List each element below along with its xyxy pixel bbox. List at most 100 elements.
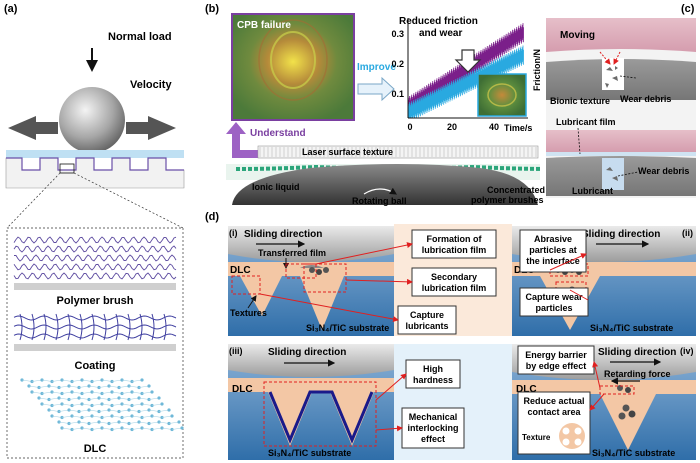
- carbon-bond: [151, 403, 163, 406]
- brush-chain: [13, 272, 177, 280]
- carbon-bond: [61, 391, 73, 394]
- brush-segment: [494, 165, 498, 170]
- carbon-bond: [141, 403, 153, 406]
- substrate-label-ii: Si₃N₄/TiC substrate: [590, 323, 673, 333]
- label-iii: (iii): [229, 346, 243, 356]
- connectors: [259, 242, 605, 432]
- capture-wear-label-2: particles: [535, 303, 572, 313]
- carbon-bond: [131, 415, 143, 418]
- carbon-bond: [91, 391, 103, 394]
- carbon-bond: [48, 397, 60, 400]
- network-crosslink: [79, 313, 83, 341]
- carbon-bond: [151, 415, 163, 418]
- carbon-bond: [48, 409, 60, 412]
- reduce-label-1: Reduce actual: [523, 396, 584, 406]
- cpb-failure-label: CPB failure: [237, 20, 291, 31]
- substrate-label-iv: Si₃N₄/TiC substrate: [592, 448, 675, 458]
- formation-label-2: lubrication film: [422, 245, 487, 255]
- carbon-bond: [128, 385, 140, 388]
- network-crosslink: [19, 313, 23, 341]
- carbon-bond: [131, 403, 143, 406]
- ytick-0.2: 0.2: [391, 59, 404, 69]
- wear-debris-label-1: Wear debris: [620, 94, 671, 104]
- carbon-bond: [128, 409, 140, 412]
- sliding-label-i: Sliding direction: [244, 229, 322, 240]
- brush-segment: [476, 165, 480, 170]
- network-strand: [13, 315, 177, 321]
- substrate-label-i: Si₃N₄/TiC substrate: [306, 323, 389, 333]
- carbon-bond: [111, 379, 123, 382]
- high-hardness-label-2: hardness: [413, 375, 453, 385]
- carbon-bond: [148, 409, 160, 412]
- reduced-friction-label-2: and wear: [419, 28, 462, 39]
- formation-label-1: Formation of: [427, 234, 483, 244]
- carbon-bond: [108, 421, 120, 424]
- label-ii: (ii): [682, 228, 693, 238]
- panel-label-b: (b): [205, 3, 219, 15]
- carbon-bond: [108, 385, 120, 388]
- normal-load-label: Normal load: [108, 31, 172, 43]
- carbon-bond: [51, 391, 63, 394]
- abrasive-label-3: the interface: [526, 256, 580, 266]
- dlc-label-iii: DLC: [232, 384, 253, 395]
- label-boxes: Formation of lubrication film Secondary …: [397, 229, 595, 455]
- carbon-bond: [41, 379, 53, 382]
- carbon-bond: [41, 403, 53, 406]
- capture-lub-label-2: lubricants: [405, 321, 448, 331]
- transferred-film-label: Transferred film: [258, 248, 326, 258]
- understand-label: Understand: [250, 128, 306, 139]
- subpanel-iii: (iii) Sliding direction DLC Si₃N₄/TiC su…: [228, 344, 394, 460]
- carbon-bond: [101, 403, 113, 406]
- brush-segment: [536, 166, 540, 171]
- lubricant-film: [546, 152, 696, 156]
- carbon-bond: [111, 427, 123, 430]
- carbon-bond: [61, 379, 73, 382]
- network-crosslink: [127, 313, 131, 341]
- texture-cavity: [602, 58, 624, 90]
- carbon-bond: [111, 391, 123, 394]
- carbon-bond: [88, 385, 100, 388]
- brush-segment: [254, 166, 258, 171]
- ytick-0.1: 0.1: [391, 89, 404, 99]
- carbon-bond: [88, 421, 100, 424]
- moving-body-top: [546, 18, 696, 52]
- carbon-bond: [38, 385, 50, 388]
- carbon-bond: [118, 409, 130, 412]
- carbon-bond: [98, 409, 110, 412]
- brush-segment: [470, 165, 474, 170]
- carbon-bond: [78, 397, 90, 400]
- carbon-bond: [48, 385, 60, 388]
- carbon-bond: [88, 409, 100, 412]
- carbon-bond: [121, 427, 133, 430]
- carbon-bond: [111, 415, 123, 418]
- carbon-bond: [168, 421, 180, 424]
- network-strand: [13, 333, 177, 339]
- carbon-bond: [138, 397, 150, 400]
- carbon-bond: [78, 421, 90, 424]
- xtick-0: 0: [407, 122, 412, 132]
- carbon-bond: [128, 397, 140, 400]
- brush-segment: [260, 166, 264, 171]
- reduce-label-2: contact area: [527, 407, 581, 417]
- carbon-bond: [121, 403, 133, 406]
- carbon-bond: [148, 421, 160, 424]
- abrasive-label-2: particles at: [529, 245, 577, 255]
- texture-pattern: [559, 423, 585, 449]
- polymer-brush-label: Polymer brush: [56, 295, 133, 307]
- carbon-bond: [91, 415, 103, 418]
- carbon-bond: [158, 421, 170, 424]
- brush-segment: [242, 166, 246, 171]
- network-crosslink: [163, 313, 167, 341]
- carbon-atom: [170, 414, 174, 418]
- carbon-bond: [138, 421, 150, 424]
- carbon-bond: [71, 403, 83, 406]
- carbon-bond: [38, 397, 50, 400]
- label-iv: (iv): [680, 346, 694, 356]
- sliding-label-iii: Sliding direction: [268, 347, 346, 358]
- carbon-bond: [61, 403, 73, 406]
- network-crosslink: [103, 313, 107, 341]
- carbon-bond: [118, 385, 130, 388]
- carbon-bond: [118, 421, 130, 424]
- carbon-bond: [141, 415, 153, 418]
